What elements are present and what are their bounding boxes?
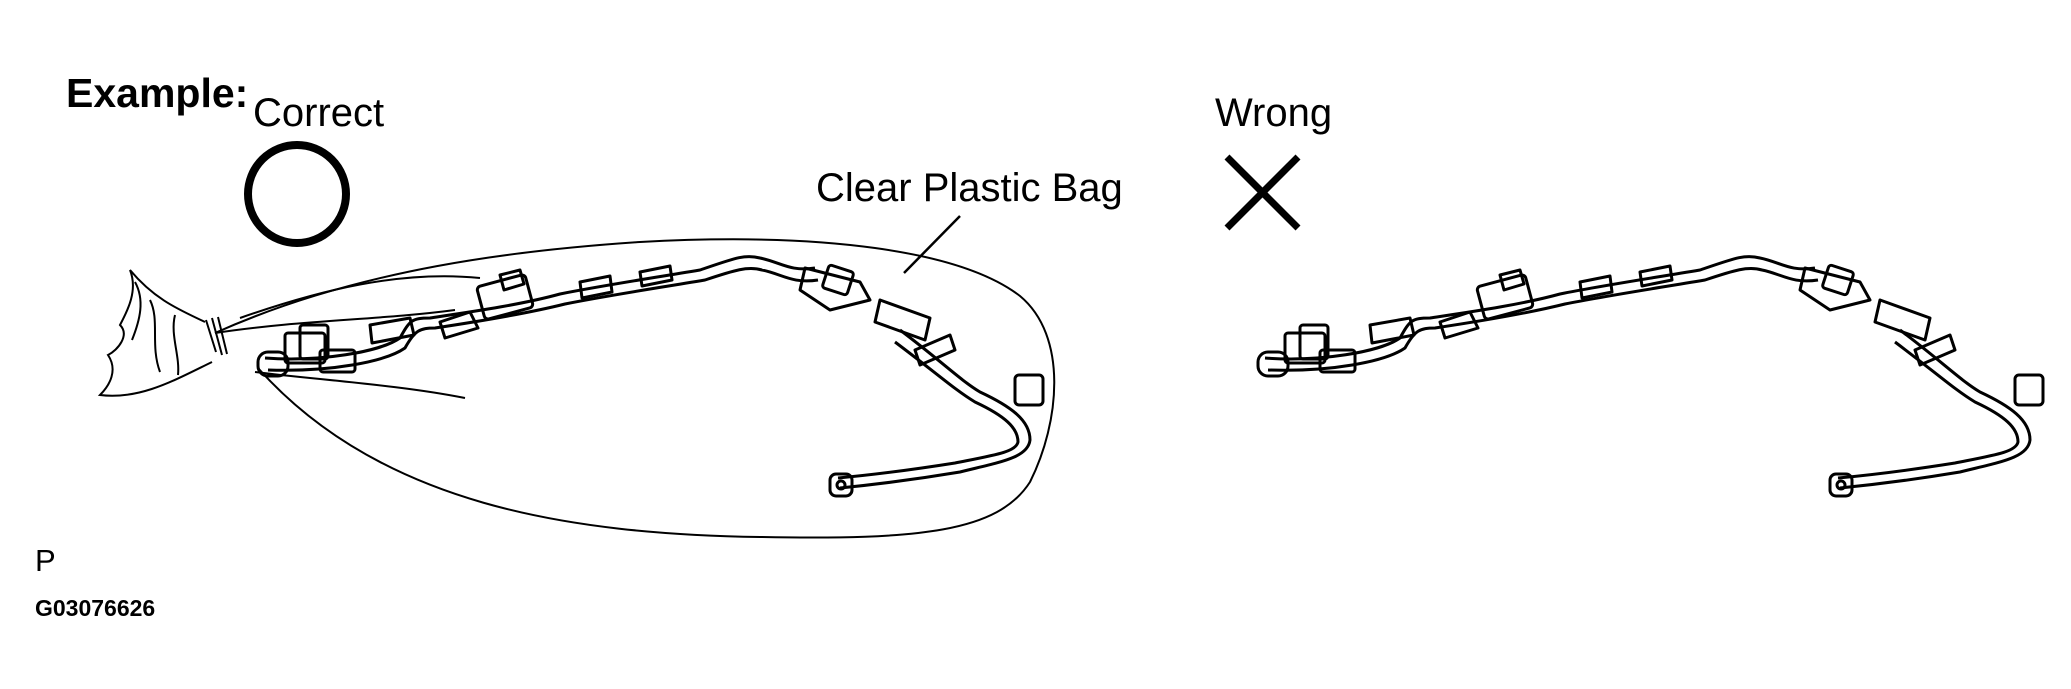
figure-code: G03076626: [35, 595, 156, 621]
wire-harness-correct: [256, 255, 1045, 498]
plastic-bag: [97, 238, 1056, 539]
page-marker: P: [35, 543, 56, 578]
example-label: Example:: [66, 70, 249, 116]
correct-label: Correct: [253, 91, 385, 135]
wire-harness-wrong: [1256, 255, 2045, 498]
wrong-x-icon: [1224, 154, 1301, 231]
clear-plastic-bag-label: Clear Plastic Bag: [816, 166, 1123, 210]
correct-circle-icon: [244, 141, 350, 247]
bag-leader-line: [903, 215, 961, 274]
wrong-label: Wrong: [1215, 91, 1333, 135]
